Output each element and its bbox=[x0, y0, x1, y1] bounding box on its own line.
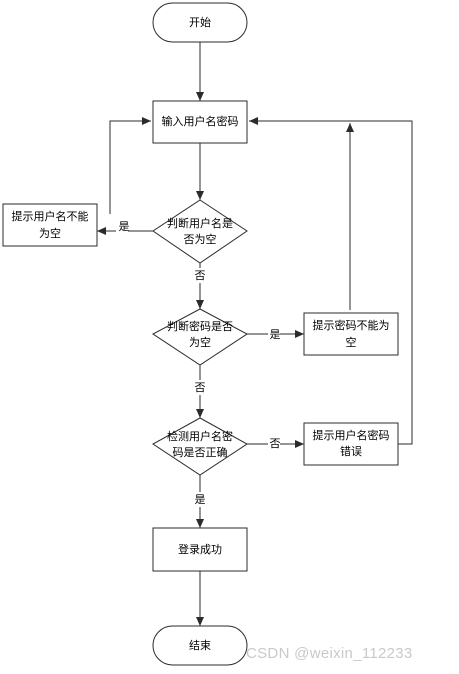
edge-wrong-back bbox=[249, 117, 413, 445]
verify-label-line2: 码是否正确 bbox=[173, 446, 228, 459]
input-label: 输入用户名密码 bbox=[162, 114, 239, 128]
wrong-credentials-label-line1: 提示用户名密码 bbox=[313, 428, 390, 442]
login-success-box bbox=[152, 527, 248, 572]
user-empty-label-line2: 为空 bbox=[39, 226, 61, 240]
password-empty-label-line2: 空 bbox=[346, 335, 357, 349]
password-empty-prompt-box bbox=[303, 312, 399, 356]
check-password-label-line2: 为空 bbox=[189, 335, 211, 349]
edge-label-user-yes: 是 bbox=[119, 220, 130, 233]
user-empty-prompt-box bbox=[2, 203, 98, 247]
start-terminator bbox=[152, 2, 248, 43]
input-process-box bbox=[152, 100, 248, 144]
verify-label-line1: 检测用户名密 bbox=[167, 429, 233, 443]
check-password-label-line1: 判断密码是否 bbox=[167, 319, 233, 333]
edge-label-verify-no: 否 bbox=[270, 437, 281, 450]
wrong-credentials-prompt-box bbox=[303, 422, 399, 466]
edge-label-pwd-no: 否 bbox=[195, 381, 206, 394]
user-empty-label-line1: 提示用户名不能 bbox=[12, 209, 89, 223]
edge-user-empty-back bbox=[109, 117, 151, 214]
end-label: 结束 bbox=[189, 639, 211, 652]
csdn-watermark: CSDN @weixin_112233 bbox=[246, 645, 413, 662]
login-success-label: 登录成功 bbox=[178, 542, 222, 556]
edge-label-pwd-yes: 是 bbox=[270, 328, 281, 341]
wrong-credentials-label-line2: 错误 bbox=[340, 444, 362, 458]
check-password-decision bbox=[152, 308, 248, 366]
start-label: 开始 bbox=[189, 15, 211, 29]
verify-credentials-decision bbox=[152, 417, 248, 476]
edge-label-verify-yes: 是 bbox=[195, 493, 206, 506]
password-empty-label-line1: 提示密码不能为 bbox=[313, 318, 390, 332]
end-terminator bbox=[152, 625, 248, 666]
check-user-decision bbox=[152, 199, 248, 264]
check-user-label-line2: 否为空 bbox=[184, 232, 217, 246]
check-user-label-line1: 判断用户名是 bbox=[167, 216, 233, 230]
edge-label-user-no: 否 bbox=[195, 269, 206, 282]
